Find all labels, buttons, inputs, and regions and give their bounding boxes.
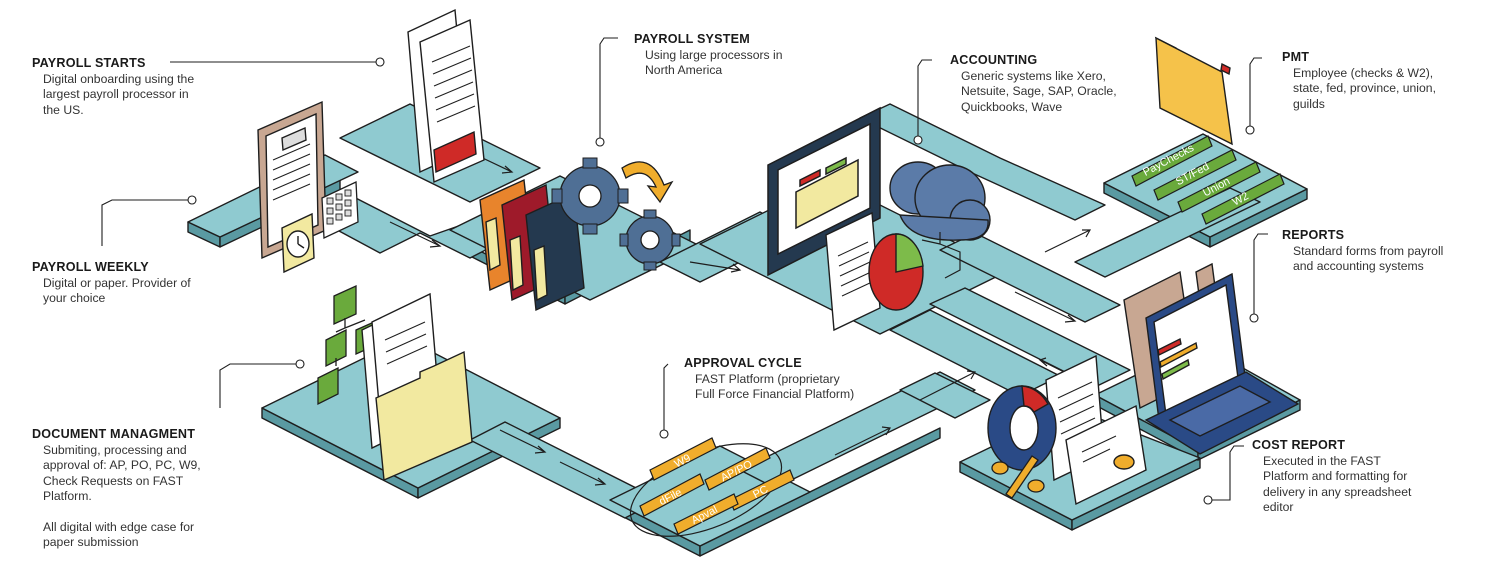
pmt-line: Employee (checks & W2), [1293, 65, 1434, 80]
pmt-label: PMT Employee (checks & W2), state, fed, … [1282, 50, 1436, 112]
document-management-line: Platform. [43, 489, 92, 503]
report-document-icon [825, 211, 881, 332]
payroll-weekly-label: PAYROLL WEEKLY Digital or paper. Provide… [32, 260, 191, 307]
cost-report-title: COST REPORT [1252, 438, 1346, 452]
accounting-line: Netsuite, Sage, SAP, Oracle, [961, 84, 1117, 98]
document-management-line: Submiting, processing and [43, 442, 187, 457]
accounting-label: ACCOUNTING Generic systems like Xero, Ne… [950, 53, 1117, 115]
document-management-note: All digital with edge case for [43, 519, 195, 534]
pmt-tags: PayChecks ST/Fed Union W2 [1131, 135, 1285, 225]
cloud-icon [889, 161, 991, 241]
document-management-line: approval of: AP, PO, PC, W9, [43, 458, 201, 472]
payroll-starts-line: largest payroll processor in [43, 87, 189, 101]
pmt-tag: W2 [1201, 173, 1285, 225]
pmt-title: PMT [1282, 50, 1310, 64]
pie-chart-icon [868, 233, 924, 311]
payroll-starts-line: Digital onboarding using the [43, 71, 195, 86]
flow-arrows [389, 151, 1092, 486]
accounting-line: Quickbooks, Wave [961, 99, 1063, 114]
payroll-system-label: PAYROLL SYSTEM Using large processors in… [634, 32, 783, 79]
donut-chart-icon [987, 385, 1057, 471]
monitor-icon [767, 106, 881, 290]
percent-icon [991, 455, 1045, 499]
calendar-icon [321, 180, 359, 240]
payroll-system-title: PAYROLL SYSTEM [634, 32, 750, 46]
reports-label: REPORTS Standard forms from payroll and … [1282, 228, 1443, 275]
pmt-line: state, fed, province, union, [1293, 81, 1436, 95]
payroll-starts-label: PAYROLL STARTS Digital onboarding using … [32, 56, 194, 118]
rotation-arrow-icon [621, 161, 674, 204]
approval-tags: W9 AP/PO dFile PC Apval [639, 437, 795, 535]
document-management-label: DOCUMENT MANAGMENT Submiting, processing… [32, 427, 201, 551]
binders-icon [479, 178, 585, 312]
accounting-title: ACCOUNTING [950, 53, 1038, 67]
clipboard-icon [257, 100, 327, 260]
reports-line: Standard forms from payroll [1293, 243, 1444, 258]
payroll-weekly-line: Digital or paper. Provider of [43, 275, 191, 290]
org-chart-icon [317, 284, 375, 406]
clock-icon [281, 212, 315, 274]
network-lines [921, 232, 961, 279]
document-folder-icon [361, 292, 473, 482]
payroll-system-line: Using large processors in [645, 47, 783, 62]
laptop-icon [1144, 272, 1300, 455]
cost-report-sheets-icon [1045, 354, 1147, 506]
reports-line: and accounting systems [1293, 259, 1424, 273]
cost-report-line: delivery in any spreadsheet [1263, 484, 1412, 499]
approval-cycle-line: FAST Platform (proprietary [695, 371, 840, 386]
cost-report-line: Executed in the FAST [1263, 453, 1381, 468]
document-management-line: Check Requests on FAST [43, 473, 184, 488]
leader-lines [101, 37, 1268, 505]
accounting-line: Generic systems like Xero, [961, 68, 1106, 83]
document-management-title: DOCUMENT MANAGMENT [32, 427, 196, 441]
platforms [187, 103, 1308, 557]
approval-cycle-title: APPROVAL CYCLE [684, 356, 802, 370]
gears-icon [551, 157, 681, 271]
approval-cycle-label: APPROVAL CYCLE FAST Platform (proprietar… [684, 356, 854, 403]
cost-report-label: COST REPORT Executed in the FAST Platfor… [1252, 438, 1411, 516]
pmt-line: guilds [1293, 96, 1325, 111]
payroll-weekly-line: your choice [43, 291, 106, 305]
approval-cycle-line: Full Force Financial Platform) [695, 387, 855, 401]
pmt-folder-icon [1154, 36, 1233, 146]
payroll-starts-line: the US. [43, 102, 84, 117]
payroll-weekly-title: PAYROLL WEEKLY [32, 260, 149, 274]
document-sheets-icon [407, 8, 485, 184]
document-management-note: paper submission [43, 535, 139, 549]
payroll-starts-title: PAYROLL STARTS [32, 56, 146, 70]
reports-title: REPORTS [1282, 228, 1345, 242]
cost-report-line: Platform and formatting for [1263, 469, 1408, 483]
cost-report-line: editor [1263, 500, 1294, 514]
payroll-system-line: North America [645, 63, 723, 77]
